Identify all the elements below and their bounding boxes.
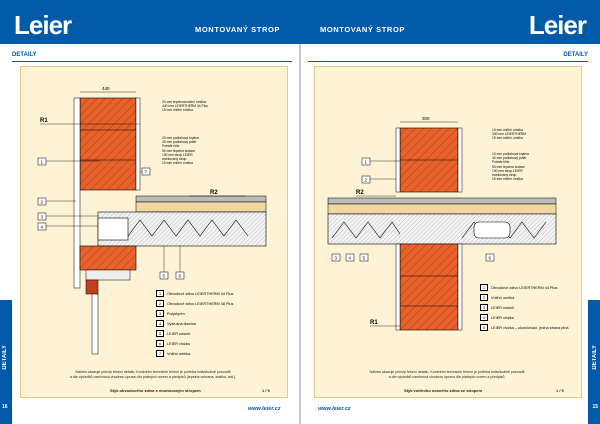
page-number-left: 16 [2, 404, 8, 410]
floor-finish [135, 195, 267, 203]
caption-left: Styk obvodového zdiva s montovaným strop… [110, 388, 201, 393]
page-number-right: 15 [592, 404, 598, 410]
note-right: Nákres ukazuje princip řešení detailu. K… [369, 370, 525, 379]
brick-wall-lower-right [399, 243, 459, 331]
callout-5-left: 5 [159, 246, 169, 280]
page-gutter [299, 44, 301, 424]
window-glass [91, 293, 99, 355]
ceiling-slab-right [327, 213, 557, 245]
svg-text:4: 4 [349, 256, 352, 261]
dimension-label-right: 300 [422, 116, 430, 121]
callout-6-left: 6 [175, 246, 185, 280]
footer-url-right[interactable]: www.leier.cz [318, 406, 351, 412]
plaster-inner [135, 97, 141, 191]
svg-text:7: 7 [145, 170, 148, 175]
leier-beam [97, 217, 129, 241]
sidebar-label-left: DETAILY [2, 345, 8, 370]
sidebar-tab-left [0, 300, 12, 424]
r2-label-left: R2 [210, 190, 218, 196]
callout-2-right: 2 [361, 175, 396, 184]
screed [135, 201, 267, 213]
svg-text:5: 5 [163, 274, 166, 279]
section-rule-right [308, 61, 588, 62]
leier-logo-left: Leier [14, 10, 72, 40]
svg-text:2: 2 [365, 178, 368, 183]
callout-1-left: 1 [37, 157, 100, 166]
screed-right [327, 203, 557, 215]
svg-text:5: 5 [363, 256, 366, 261]
svg-text:6: 6 [489, 256, 492, 261]
callout-1-right: 1 [361, 157, 400, 166]
plaster-outer [73, 97, 81, 289]
svg-text:1: 1 [365, 160, 368, 165]
section-rule-left [12, 61, 292, 62]
hollow-block-right [473, 221, 511, 239]
svg-text:2: 2 [41, 200, 44, 205]
svg-text:6: 6 [179, 274, 182, 279]
sidebar-label-right: DETAILY [592, 345, 598, 370]
caption-num-right: 1 / 9 [556, 388, 564, 393]
svg-text:3: 3 [335, 256, 338, 261]
callout-4-right: 4 [345, 253, 355, 262]
header-title-right: MONTOVANÝ STROP [320, 25, 405, 34]
callout-2-left: 2 [37, 197, 76, 206]
callout-6-right: 6 [485, 253, 495, 262]
top-banner [0, 0, 600, 44]
window-frame [85, 279, 99, 295]
sidebar-tab-right [588, 300, 600, 424]
caption-right: Styk vnitřního nosného zdiva se stropem [404, 388, 483, 393]
callout-5-right: 5 [359, 253, 369, 262]
leier-logo-right: Leier [528, 10, 587, 40]
svg-text:4: 4 [41, 225, 44, 230]
section-title-right: DETAILY [563, 52, 588, 58]
callout-4-left: 4 [37, 222, 98, 231]
brick-wall-lower [79, 245, 137, 271]
r1-label-left: R1 [40, 118, 48, 124]
svg-text:1: 1 [41, 160, 44, 165]
section-title-left: DETAILY [12, 52, 37, 58]
r2-label-right: R2 [356, 190, 364, 196]
dimension-label-left: 440 [102, 86, 110, 91]
svg-text:3: 3 [41, 215, 44, 220]
note-left: Nákres ukazuje princip řešení detailu. K… [69, 370, 237, 379]
callout-7-left: 7 [140, 167, 151, 176]
footer-url-left[interactable]: www.leier.cz [248, 406, 281, 412]
caption-num-left: 1 / 9 [262, 388, 270, 393]
floor-finish-right [327, 197, 557, 205]
brick-wall-upper [79, 97, 137, 191]
r1-label-right: R1 [370, 320, 378, 326]
header-title-left: MONTOVANÝ STROP [195, 25, 280, 34]
callout-3-right: 3 [331, 253, 341, 262]
callout-3-left: 3 [37, 212, 98, 221]
